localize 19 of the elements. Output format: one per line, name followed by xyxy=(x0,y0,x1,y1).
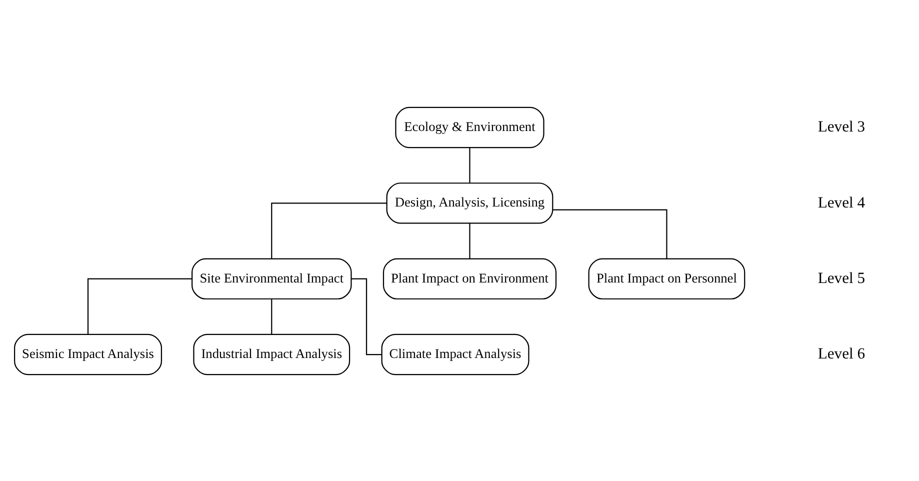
connector xyxy=(552,208,667,258)
node-box: Ecology & Environment xyxy=(394,106,544,148)
node-box: Plant Impact on Personnel xyxy=(588,258,745,299)
node-box: Seismic Impact Analysis xyxy=(14,333,162,375)
node-box: Industrial Impact Analysis xyxy=(192,333,350,375)
node-box: Site Environmental Impact xyxy=(191,258,352,299)
connector xyxy=(86,278,192,334)
node-box: Climate Impact Analysis xyxy=(380,333,529,375)
connector xyxy=(350,278,382,355)
connector xyxy=(468,222,470,258)
label: Level 6 xyxy=(817,345,865,362)
connector xyxy=(468,147,470,182)
connector xyxy=(270,298,272,334)
label: Level 5 xyxy=(817,269,865,286)
node-box: Plant Impact on Environment xyxy=(382,258,556,299)
label: Level 4 xyxy=(817,194,865,211)
label: Level 3 xyxy=(817,118,865,136)
node-box: Design, Analysis, Licensing xyxy=(386,182,553,224)
connector xyxy=(270,202,386,258)
